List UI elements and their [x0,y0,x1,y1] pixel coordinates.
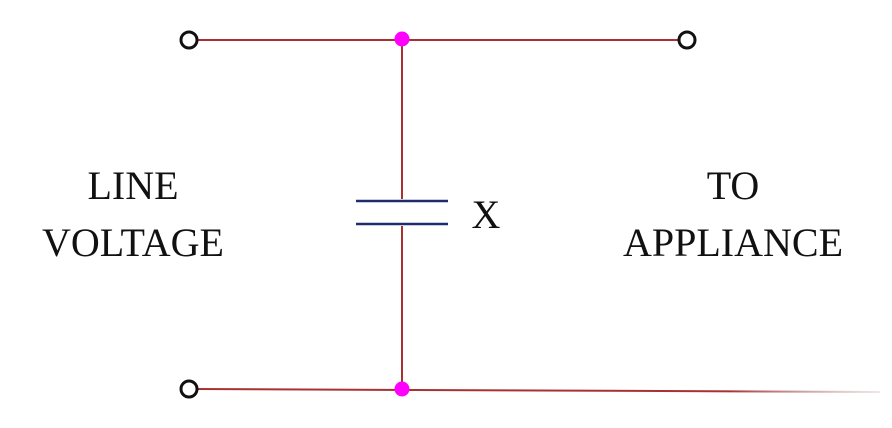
line-voltage-label-line1: LINE [87,163,178,208]
terminal-top-right-icon [677,30,697,50]
junction-dot-top [394,31,410,47]
terminal-bottom-left-icon [179,379,199,399]
to-appliance-label-line2: APPLIANCE [623,220,843,265]
bottom-wire [194,388,881,393]
terminal-top-left-icon [179,30,199,50]
capacitor-label: X [472,192,501,237]
to-appliance-label-line1: TO [707,163,760,208]
junction-dot-bottom [394,381,410,397]
line-voltage-label-line2: VOLTAGE [42,220,224,265]
